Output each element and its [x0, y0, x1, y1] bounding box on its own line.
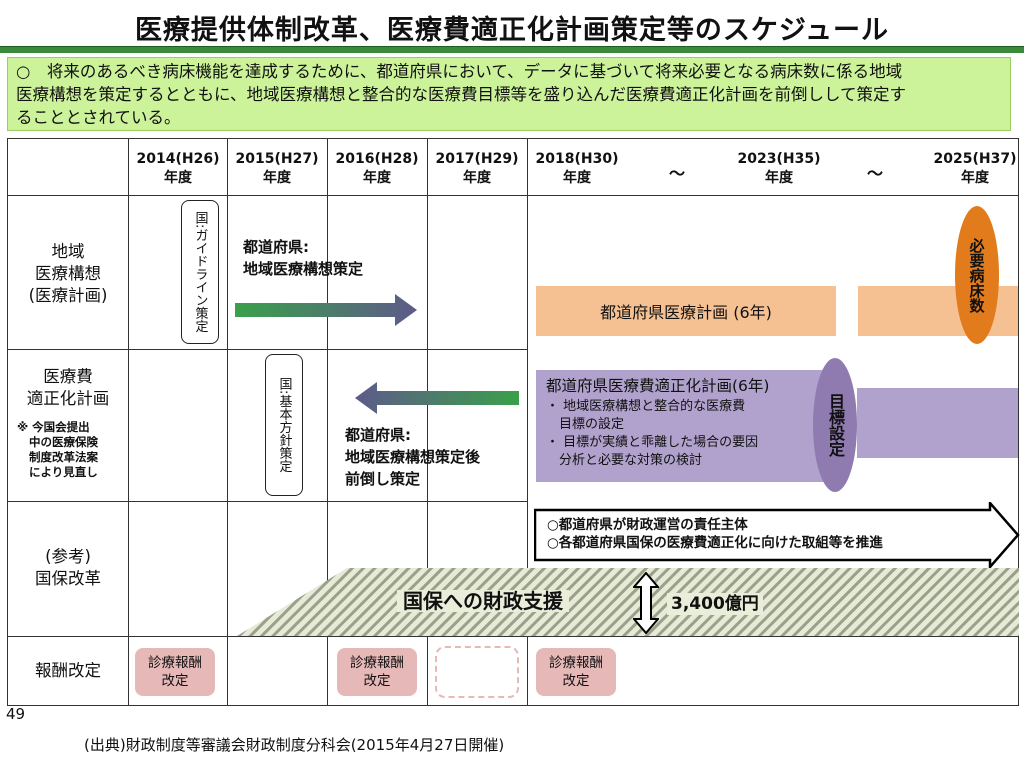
page-title: 医療提供体制改革、医療費適正化計画策定等のスケジュール	[134, 15, 890, 46]
target-setting-oval: 目標設定	[813, 358, 857, 492]
year-header: 2018(H30)年度	[535, 151, 619, 186]
tekisei-plan-box: 都道府県医療費適正化計画(6年) ・ 地域医療構想と整合的な医療費 目標の設定 …	[536, 370, 826, 482]
support-band	[237, 568, 1019, 636]
need-beds-oval: 必要病床数	[955, 206, 999, 344]
kokuho-arrow	[534, 502, 1020, 570]
tekisei-plan-title: 都道府県医療費適正化計画(6年)	[546, 377, 770, 395]
grid-line	[7, 501, 527, 502]
tilde: ～	[669, 164, 686, 183]
tekisei-plan-next	[857, 388, 1018, 458]
grid-line	[7, 636, 1019, 637]
row-label-tekisei: 医療費適正化計画	[26, 367, 110, 408]
green-arrow	[235, 294, 417, 326]
revision-box: 診療報酬改定	[135, 648, 215, 696]
intro-line: 医療構想を策定するとともに、地域医療構想と整合的な医療費目標等を盛り込んだ医療費…	[16, 85, 907, 104]
schedule-table: 2014(H26)年度 2015(H27)年度 2016(H28)年度 2017…	[7, 138, 1020, 706]
grid-line	[7, 138, 8, 706]
pref-tekisei-label: 都道府県: 地域医療構想策定後 前倒し策定	[345, 426, 481, 488]
grid-line	[527, 138, 528, 706]
purple-arrow	[355, 382, 519, 414]
row-label-hoshu: 報酬改定	[35, 661, 101, 680]
support-amount: 3,400億円	[667, 593, 763, 615]
grid-line	[7, 195, 1019, 196]
year-header: 2014(H26)年度	[136, 151, 220, 186]
page-number: 49	[6, 705, 26, 723]
grid-line	[1018, 138, 1019, 706]
intro-line: ることとされている。	[16, 108, 181, 127]
grid-line	[327, 138, 328, 706]
intro-line: ○ 将来のあるべき病床機能を達成するために、都道府県において、データに基づいて将…	[16, 62, 903, 81]
pref-medical-plan: 都道府県医療計画 (6年)	[536, 286, 836, 336]
grid-line	[7, 705, 1019, 706]
guideline-box: 国:ガイドライン策定	[181, 200, 219, 344]
row-label-kokuho: (参考)国保改革	[35, 547, 101, 588]
revision-box: 診療報酬改定	[536, 648, 616, 696]
revision-placeholder	[435, 646, 519, 698]
year-header: 2025(H37)年度	[933, 151, 1017, 186]
revision-box: 診療報酬改定	[337, 648, 417, 696]
double-arrow	[633, 572, 659, 634]
row-note: ※ 今国会提出 中の医療保険 制度改革法案 により見直し	[17, 420, 98, 479]
row-label-chiiki: 地域医療構想(医療計画)	[28, 242, 108, 305]
grid-line	[7, 349, 527, 350]
grid-line	[7, 138, 1019, 139]
year-header: 2017(H29)年度	[435, 151, 519, 186]
grid-line	[128, 138, 129, 706]
grid-line	[227, 138, 228, 706]
year-header: 2015(H27)年度	[235, 151, 319, 186]
year-header: 2016(H28)年度	[335, 151, 419, 186]
source-citation: (出典)財政制度等審議会財政制度分科会(2015年4月27日開催)	[84, 736, 505, 754]
kokuho-arrow-text: ○都道府県が財政運営の責任主体 ○各都道府県国保の医療費適正化に向けた取組等を推…	[547, 517, 883, 551]
tekisei-plan-items: ・ 地域医療構想と整合的な医療費 目標の設定 ・ 目標が実績と乖離した場合の要因…	[546, 399, 759, 468]
tilde: ～	[867, 164, 884, 183]
title-rule	[0, 46, 1024, 53]
grid-line	[427, 138, 428, 706]
intro-box: ○ 将来のあるべき病床機能を達成するために、都道府県において、データに基づいて将…	[7, 57, 1011, 131]
support-label: 国保への財政支援	[397, 590, 569, 612]
year-header: 2023(H35)年度	[737, 151, 821, 186]
kihon-box: 国:基本方針策定	[265, 354, 303, 496]
pref-chiiki-label: 都道府県:地域医療構想策定	[243, 238, 364, 278]
